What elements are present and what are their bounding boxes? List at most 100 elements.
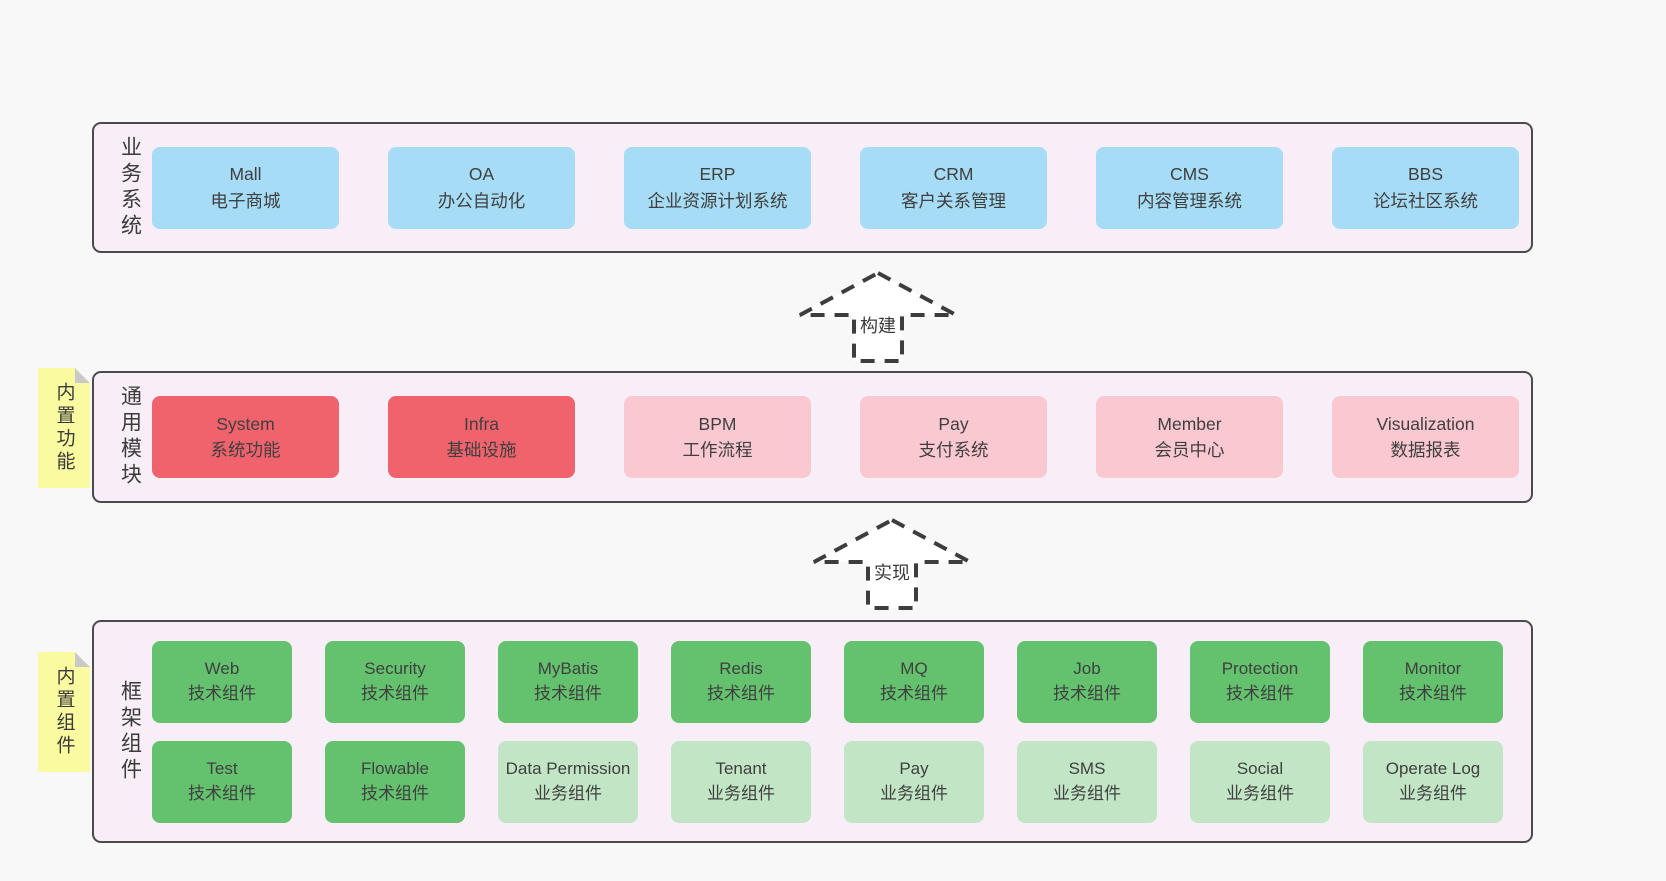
component-box-job: Job 技术组件	[1017, 640, 1157, 723]
box-title: CMS	[1170, 164, 1209, 185]
box-title: BPM	[698, 413, 737, 434]
box-title: Security	[364, 658, 426, 678]
box-title: Pay	[899, 758, 929, 778]
box-subtitle: 企业资源计划系统	[647, 190, 788, 211]
box-subtitle: 技术组件	[1226, 683, 1294, 703]
business-layer: 业务系统 Mall 电子商城 OA 办公自动化 ERP 企业资源计划系统 CRM 客户关系管理…	[92, 122, 1533, 253]
box-title: Visualization	[1376, 413, 1475, 434]
box-title: Tenant	[715, 758, 767, 778]
component-box-flowable: Flowable 技术组件	[325, 740, 465, 823]
box-subtitle: 业务组件	[534, 783, 602, 803]
box-subtitle: 业务组件	[1053, 783, 1121, 803]
component-box-mq: MQ 技术组件	[844, 640, 984, 723]
box-subtitle: 电子商城	[210, 190, 281, 211]
sticky-note-builtin-components: 内置组件	[38, 652, 90, 772]
business-box-cms: CMS 内容管理系统	[1096, 146, 1283, 229]
arrow-implement: 实现	[810, 516, 974, 612]
folded-corner-icon	[75, 368, 90, 383]
box-title: ERP	[699, 164, 736, 185]
box-subtitle: 技术组件	[880, 683, 948, 703]
box-subtitle: 内容管理系统	[1137, 190, 1242, 211]
module-box-member: Member 会员中心	[1096, 396, 1283, 478]
sticky-note-text: 内置组件	[53, 666, 75, 758]
box-title: BBS	[1407, 164, 1444, 185]
box-title: Member	[1157, 413, 1222, 434]
module-box-infra: Infra 基础设施	[388, 396, 575, 478]
module-box-system: System 系统功能	[152, 396, 339, 478]
box-title: Pay	[938, 413, 969, 434]
box-subtitle: 业务组件	[880, 783, 948, 803]
modules-layer: 通用模块 System 系统功能 Infra 基础设施 BPM 工作流程 Pay 支付系统 Me…	[92, 371, 1533, 503]
component-box-sms: SMS 业务组件	[1017, 740, 1157, 823]
box-subtitle: 业务组件	[1226, 783, 1294, 803]
box-subtitle: 技术组件	[1053, 683, 1121, 703]
box-title: Monitor	[1404, 658, 1462, 678]
sticky-note-builtin-features: 内置功能	[38, 368, 90, 488]
business-box-mall: Mall 电子商城	[152, 146, 339, 229]
module-box-bpm: BPM 工作流程	[624, 396, 811, 478]
arrow-build: 构建	[796, 269, 960, 365]
folded-corner-icon	[75, 652, 90, 667]
arrow-build-label: 构建	[857, 312, 899, 338]
box-subtitle: 技术组件	[1399, 683, 1467, 703]
box-subtitle: 业务组件	[1399, 783, 1467, 803]
component-box-pay: Pay 业务组件	[844, 740, 984, 823]
box-title: MyBatis	[537, 658, 599, 678]
box-title: Job	[1073, 658, 1101, 678]
box-title: Social	[1236, 758, 1284, 778]
box-subtitle: 系统功能	[210, 440, 281, 460]
business-layer-label: 业务系统	[118, 135, 142, 240]
box-title: CRM	[933, 164, 974, 185]
box-title: System	[216, 413, 275, 434]
box-title: Web	[204, 658, 240, 678]
box-title: Mall	[229, 164, 262, 185]
component-box-protection: Protection 技术组件	[1190, 640, 1330, 723]
box-title: Redis	[719, 658, 763, 678]
component-box-mybatis: MyBatis 技术组件	[498, 640, 638, 723]
components-layer-label: 框架组件	[118, 679, 142, 784]
box-title: SMS	[1068, 758, 1106, 778]
module-box-visualization: Visualization 数据报表	[1332, 396, 1519, 478]
business-box-oa: OA 办公自动化	[388, 146, 575, 229]
component-box-social: Social 业务组件	[1190, 740, 1330, 823]
modules-boxes: System 系统功能 Infra 基础设施 BPM 工作流程 Pay 支付系统 Member 会…	[152, 396, 1519, 478]
arrow-implement-label: 实现	[871, 559, 913, 585]
business-box-crm: CRM 客户关系管理	[860, 146, 1047, 229]
box-subtitle: 数据报表	[1390, 440, 1461, 460]
box-subtitle: 技术组件	[188, 683, 256, 703]
box-subtitle: 办公自动化	[437, 190, 526, 211]
box-subtitle: 论坛社区系统	[1373, 190, 1478, 211]
component-box-redis: Redis 技术组件	[671, 640, 811, 723]
box-subtitle: 工作流程	[682, 440, 753, 460]
component-box-monitor: Monitor 技术组件	[1363, 640, 1503, 723]
module-box-pay: Pay 支付系统	[860, 396, 1047, 478]
component-box-web: Web 技术组件	[152, 640, 292, 723]
box-title: MQ	[900, 658, 928, 678]
sticky-note-text: 内置功能	[53, 382, 75, 474]
box-subtitle: 基础设施	[446, 440, 517, 460]
box-subtitle: 技术组件	[534, 683, 602, 703]
box-title: Infra	[463, 413, 500, 434]
box-subtitle: 会员中心	[1154, 440, 1225, 460]
box-subtitle: 支付系统	[918, 440, 989, 460]
box-subtitle: 客户关系管理	[901, 190, 1006, 211]
modules-layer-label: 通用模块	[118, 385, 142, 489]
business-boxes: Mall 电子商城 OA 办公自动化 ERP 企业资源计划系统 CRM 客户关系管理 CMS 内容…	[152, 146, 1519, 229]
box-subtitle: 技术组件	[361, 783, 429, 803]
box-title: Protection	[1221, 658, 1299, 678]
box-subtitle: 技术组件	[188, 783, 256, 803]
business-box-bbs: BBS 论坛社区系统	[1332, 146, 1519, 229]
box-title: OA	[468, 164, 495, 185]
box-subtitle: 技术组件	[707, 683, 775, 703]
box-title: Flowable	[360, 758, 430, 778]
